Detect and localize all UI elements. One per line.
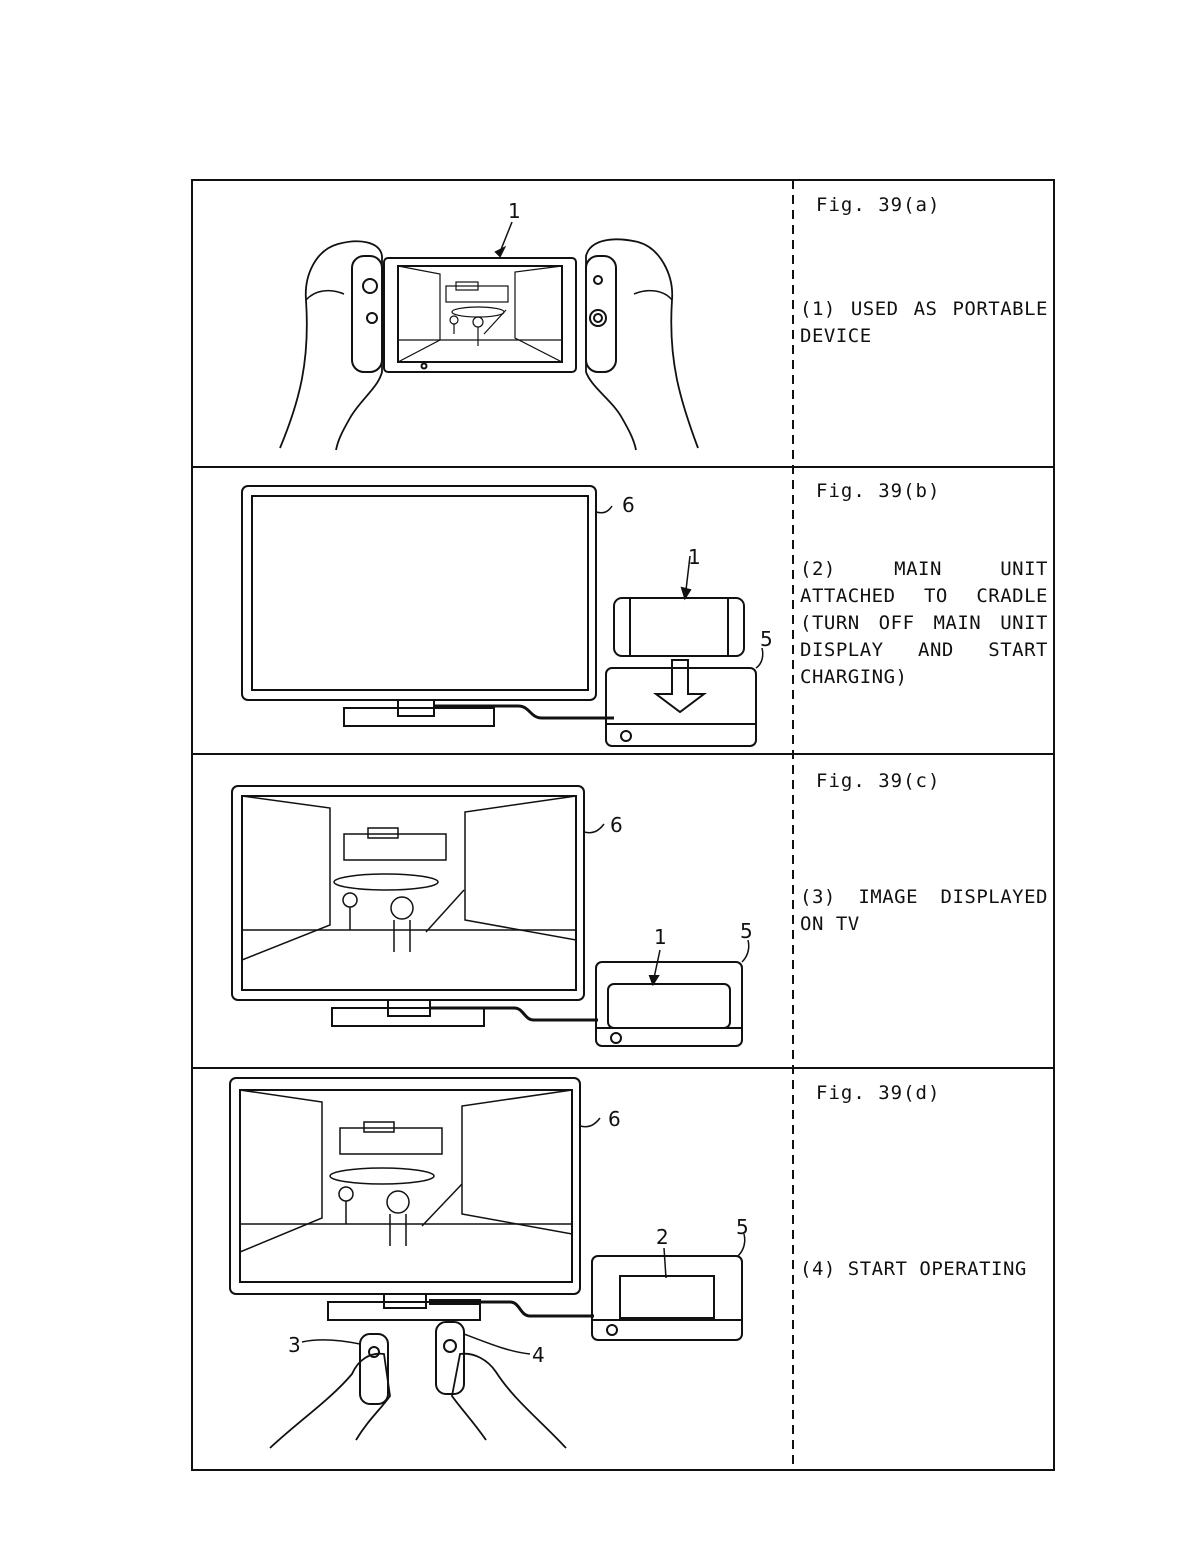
tv-stand-c (331, 1007, 485, 1027)
main-body-d (619, 1275, 715, 1319)
left-hand (279, 240, 383, 451)
cradle-d (591, 1255, 743, 1341)
game-scene-small (397, 265, 563, 363)
caption-c: (3) IMAGE DISPLAYED ON TV (800, 886, 1048, 935)
ref-main-unit-c: 1 (654, 925, 667, 949)
main-unit-b (613, 597, 745, 657)
right-controller-d (435, 1321, 465, 1395)
fig-label-a: Fig. 39(a) (816, 194, 941, 216)
fig-label-d: Fig. 39(d) (816, 1082, 941, 1104)
ref-main-body-d: 2 (656, 1225, 669, 1249)
ref-cradle-b: 5 (760, 627, 773, 651)
outer-frame (191, 179, 1055, 1471)
cradle-b (605, 667, 757, 747)
tv-stand-d (327, 1301, 481, 1321)
game-scene-d (239, 1089, 573, 1254)
dark-band-d (429, 1299, 481, 1305)
ref-tv-b: 6 (622, 493, 635, 517)
tv-image-illustration (231, 785, 750, 1047)
docked-unit-c (607, 983, 731, 1029)
ref-cradle-c: 5 (740, 919, 753, 943)
ref-right-controller-d: 4 (532, 1343, 545, 1367)
tv-screen-d (239, 1089, 573, 1283)
ref-left-controller-d: 3 (288, 1333, 301, 1357)
tv-outer-b (241, 485, 597, 701)
caption-a: (1) USED AS PORTABLE DEVICE (800, 298, 1048, 347)
cable-c (430, 1006, 598, 1022)
main-unit-screen (397, 265, 563, 363)
portable-device-illustration (279, 221, 699, 451)
caption-b: (2) MAIN UNIT ATTACHED TO CRADLE (TURN O… (800, 558, 1048, 688)
tv-outer-c (231, 785, 585, 1001)
start-operating-illustration (229, 1077, 746, 1449)
tv-screen-c (241, 795, 577, 991)
tv-stand-b (343, 707, 495, 727)
tv-cradle-attach-illustration (241, 485, 764, 747)
tv-outer-d (229, 1077, 581, 1295)
tv-screen-b (251, 495, 589, 691)
right-hand-d (451, 1352, 567, 1449)
cable-b (434, 704, 614, 720)
ref-cradle-d: 5 (736, 1215, 749, 1239)
left-joycon (351, 255, 383, 373)
fig-label-c: Fig. 39(c) (816, 770, 941, 792)
right-hand (585, 238, 699, 451)
cable-d (480, 1300, 594, 1318)
fig-label-b: Fig. 39(b) (816, 480, 941, 502)
ref-main-unit-a: 1 (508, 199, 521, 223)
left-controller-d (359, 1333, 389, 1405)
left-hand-d (269, 1352, 391, 1449)
ref-tv-c: 6 (610, 813, 623, 837)
cradle-c (595, 961, 743, 1047)
ref-main-unit-b: 1 (688, 545, 701, 569)
down-arrow (653, 659, 707, 714)
main-unit-body (383, 257, 577, 373)
ref-tv-d: 6 (608, 1107, 621, 1131)
right-joycon (585, 255, 617, 373)
game-scene-c (241, 795, 577, 962)
caption-d: (4) START OPERATING (800, 1258, 1027, 1280)
